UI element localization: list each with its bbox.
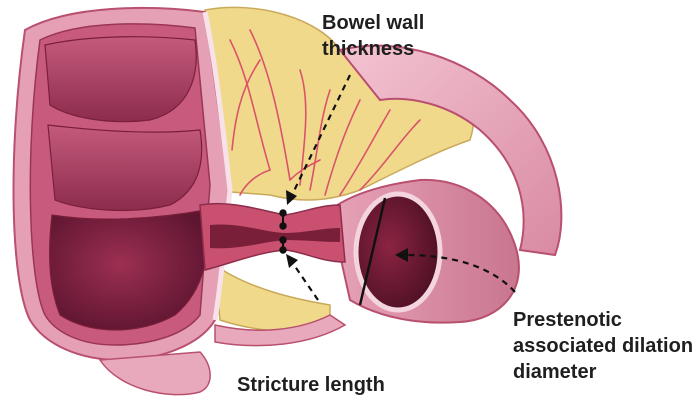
bottom-loop [98, 351, 211, 396]
arrow-bowel-wall [291, 74, 351, 196]
lower-bowel [214, 314, 347, 347]
label-prestenotic-line2: associated dilation [513, 335, 694, 357]
label-bowel-wall-line1: Bowel wall [322, 12, 425, 34]
arrowheads [286, 190, 408, 268]
blood-vessels [229, 29, 421, 196]
upper-bowel-loop [338, 44, 563, 257]
cut-edge [202, 11, 233, 321]
arrow-prestenotic [404, 253, 516, 293]
wall-thickness-marker [279, 209, 287, 254]
label-stricture-length: Stricture length [237, 374, 385, 396]
label-prestenotic-line3: diameter [513, 361, 597, 383]
arrow-stricture [291, 261, 319, 301]
label-bowel-wall-line2: thickness [322, 38, 415, 60]
label-prestenotic-line1: Prestenotic [513, 309, 622, 331]
arrows [291, 74, 516, 301]
stricture-lumen [210, 224, 340, 249]
dilated-lumen [353, 191, 443, 313]
fold-1 [44, 36, 197, 123]
diameter-line [358, 197, 387, 306]
fold-3 [49, 209, 209, 331]
fold-2 [47, 124, 203, 212]
label-bowel-wall-thickness: Bowel wall thickness [322, 10, 424, 62]
label-prestenotic-dilation: Prestenotic associated dilation diameter [513, 307, 693, 385]
